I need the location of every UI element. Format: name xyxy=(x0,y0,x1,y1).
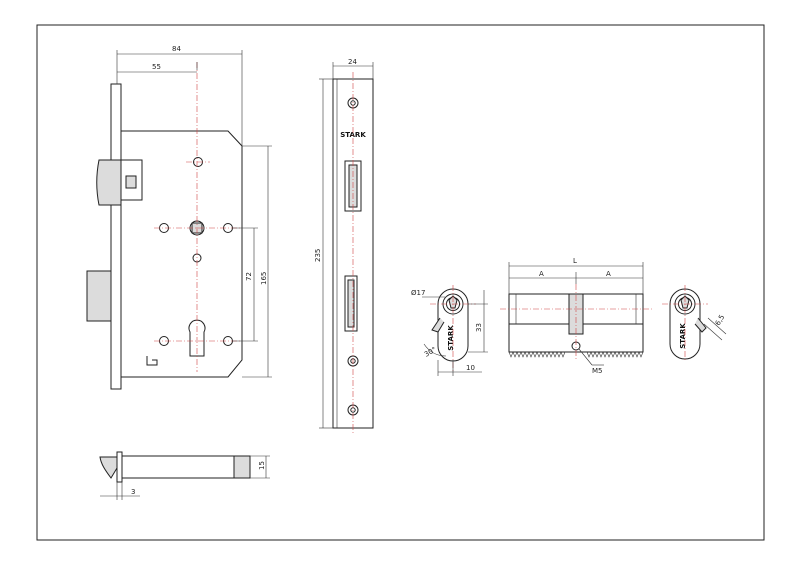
dim-55: 55 xyxy=(152,63,161,71)
cylinder-profile-left xyxy=(437,288,469,362)
cylinder-brand-right: STARK xyxy=(679,323,687,349)
cylinder-right-end-view: STARK 6,5 xyxy=(662,285,726,360)
cylinder-pins-left xyxy=(508,351,566,358)
faceplate-view: STARK 24 235 xyxy=(314,58,374,435)
lock-body-dimensions: 84 55 165 72 xyxy=(116,45,272,378)
cylinder-cam-right xyxy=(694,317,707,333)
dim-235: 235 xyxy=(314,249,322,262)
lock-faceplate-strip xyxy=(110,83,122,390)
cylinder-pins-right xyxy=(586,351,644,358)
dim-10: 10 xyxy=(466,364,475,372)
dim-24: 24 xyxy=(348,58,357,66)
dim-3: 3 xyxy=(131,488,135,496)
cylinder-left-end-view: STARK Ø17 33 30° 10 xyxy=(411,285,488,376)
cylinder-side-view: L A A M5 xyxy=(500,257,652,375)
dim-L: L xyxy=(573,257,577,265)
cylinder-cam-left xyxy=(431,317,445,333)
dim-6-5: 6,5 xyxy=(714,313,726,327)
bolt-faceplate xyxy=(116,451,123,483)
dim-165: 165 xyxy=(260,272,268,285)
dim-30deg: 30° xyxy=(423,346,438,359)
dim-33: 33 xyxy=(475,323,483,332)
dim-15: 15 xyxy=(258,461,266,470)
dim-72: 72 xyxy=(245,272,253,281)
bolt-body xyxy=(121,455,235,479)
dim-A-right: A xyxy=(606,270,611,278)
dead-bolt xyxy=(86,270,112,322)
bolt-tip xyxy=(99,456,118,479)
dim-A-left: A xyxy=(539,270,544,278)
latch-bolt xyxy=(96,159,122,206)
dim-dia17: Ø17 xyxy=(411,289,425,297)
cylinder-brand-left: STARK xyxy=(447,325,455,351)
lock-case-outline xyxy=(120,130,243,378)
lock-bottom-view: 15 3 xyxy=(99,451,270,500)
drawing-frame xyxy=(36,24,765,541)
lock-body-front-view xyxy=(86,62,243,390)
latch-spring xyxy=(125,175,137,189)
bolt-end xyxy=(233,455,251,479)
dim-84: 84 xyxy=(172,45,181,53)
dim-M5: M5 xyxy=(592,367,603,375)
lock-hook xyxy=(146,356,158,366)
